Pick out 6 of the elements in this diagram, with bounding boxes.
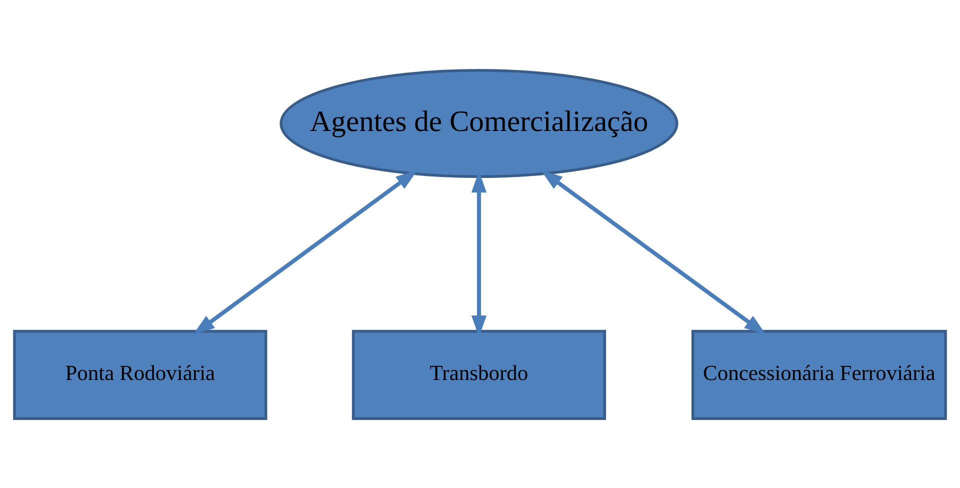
node-box: Concessionária Ferroviária [691, 329, 947, 420]
node-ellipse: Agentes de Comercialização [280, 68, 678, 178]
arrow [193, 170, 418, 334]
node-box: Ponta Rodoviária [13, 329, 268, 420]
node-box: Transbordo [352, 329, 606, 420]
arrow [540, 170, 766, 334]
